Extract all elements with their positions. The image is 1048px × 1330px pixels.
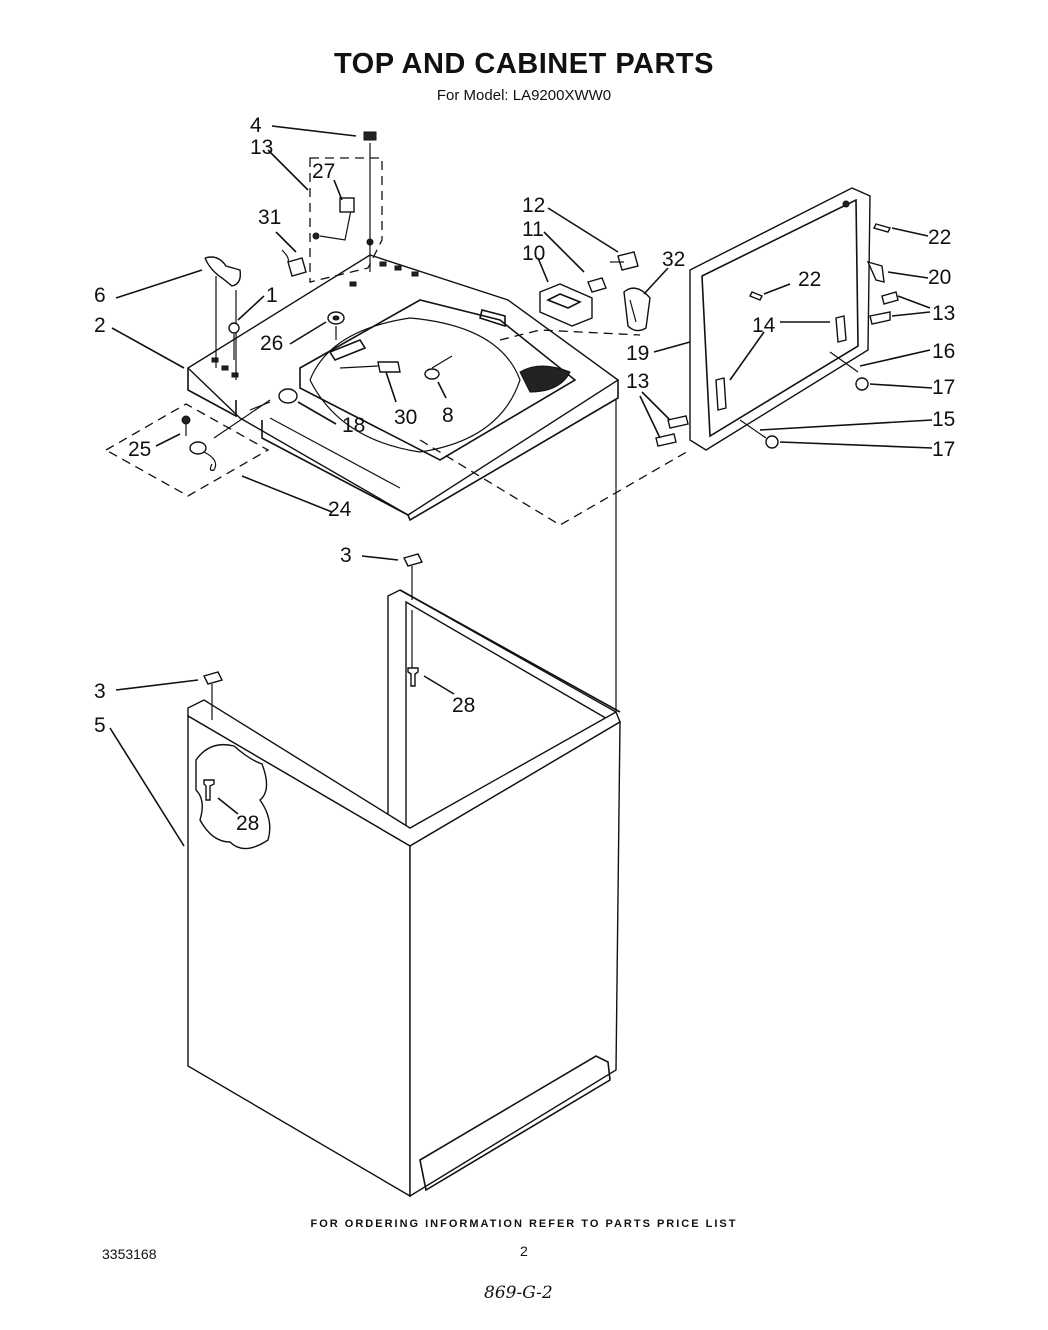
callout-3-lower: 3 [94, 680, 106, 703]
callout-24: 24 [328, 498, 352, 521]
connector-31 [281, 249, 307, 277]
callout-19: 19 [626, 342, 649, 365]
ordering-note: FOR ORDERING INFORMATION REFER TO PARTS … [310, 1218, 738, 1230]
lid-switch-10 [539, 251, 639, 327]
callout-30: 30 [394, 406, 417, 429]
fitting-18 [249, 388, 298, 411]
leader-lines [109, 125, 933, 847]
cabinet [187, 400, 621, 1198]
callout-17-upper: 17 [932, 376, 955, 399]
callout-1: 1 [266, 284, 278, 307]
callout-13-left: 13 [626, 370, 649, 393]
callout-26: 26 [260, 332, 283, 355]
callout-8: 8 [442, 404, 454, 427]
strike-32 [623, 287, 651, 332]
callout-18: 18 [342, 414, 365, 437]
callout-22: 22 [928, 226, 951, 249]
callout-9: 13 [250, 136, 273, 159]
callout-25: 25 [128, 438, 151, 461]
grommet-26 [327, 311, 345, 340]
callout-12: 12 [522, 194, 545, 217]
callout-labels: 4 13 27 31 6 1 2 26 30 8 18 25 24 12 11 … [94, 114, 955, 835]
hinge-30 [339, 355, 453, 380]
callout-15: 15 [932, 408, 955, 431]
model-subtitle: For Model: LA9200XWW0 [436, 87, 612, 104]
callout-4: 4 [250, 114, 262, 137]
document-number: 3353168 [102, 1246, 157, 1262]
handwritten-code: 869-G-2 [484, 1283, 553, 1303]
callout-28-lower: 28 [236, 812, 259, 835]
callout-2: 2 [94, 314, 106, 337]
page-number: 2 [520, 1243, 528, 1259]
callout-13-right: 13 [932, 302, 955, 325]
callout-11: 11 [522, 218, 544, 241]
callout-32: 32 [662, 248, 685, 271]
callout-27: 27 [312, 160, 335, 183]
callout-6: 6 [94, 284, 106, 307]
callout-22-inner: 22 [798, 268, 821, 291]
callout-10: 10 [522, 242, 545, 265]
callout-20: 20 [928, 266, 951, 289]
callout-5: 5 [94, 714, 106, 737]
bracket-6 [204, 256, 242, 380]
callout-16: 16 [932, 340, 955, 363]
lid-frame [655, 187, 899, 451]
callout-14: 14 [752, 314, 776, 337]
harness-group-box [309, 131, 383, 283]
page-title: TOP AND CABINET PARTS [333, 48, 714, 80]
callout-17-lower: 17 [932, 438, 955, 461]
callout-28-upper: 28 [452, 694, 475, 717]
top-panel [186, 254, 620, 522]
switch-group-box [104, 399, 271, 497]
callout-3-upper: 3 [340, 544, 352, 567]
callout-31: 31 [258, 206, 281, 229]
